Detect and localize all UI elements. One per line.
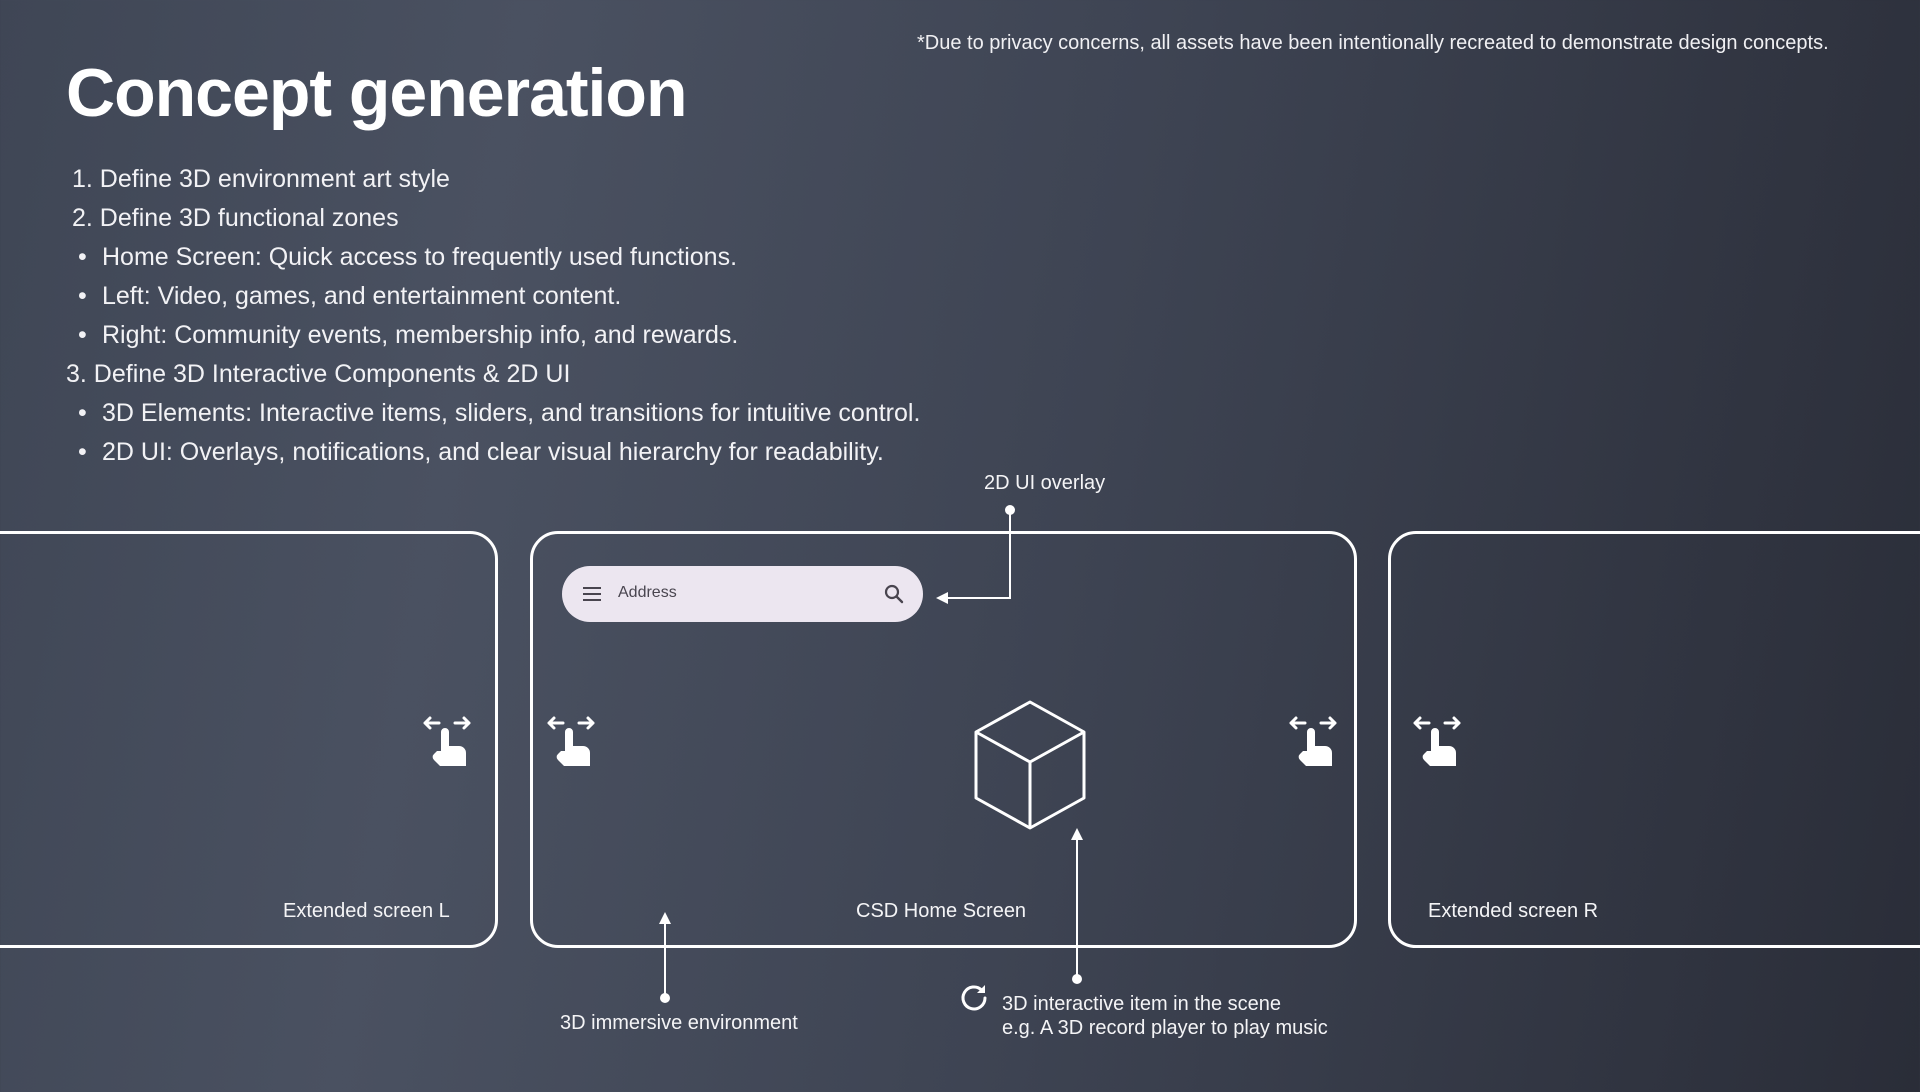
swipe-gesture-icon [547,716,595,766]
extended-screen-right-label: Extended screen R [1428,900,1599,922]
interactive-item-callout-line2: e.g. A 3D record player to play music [1002,1017,1328,1039]
interactive-item-callout: 3D interactive item in the scene e.g. A … [1002,992,1328,1040]
swipe-gesture-icon [1413,716,1461,766]
rotate-icon [961,985,987,1011]
step-2-bullet-home: Home Screen: Quick access to frequently … [66,238,920,277]
step-2: 2. Define 3D functional zones [72,204,399,232]
search-icon[interactable] [882,582,906,606]
home-screen-panel [530,531,1357,948]
environment-callout: 3D immersive environment [560,1012,798,1034]
menu-icon[interactable] [580,582,604,606]
step-3-bullet-3d: 3D Elements: Interactive items, sliders,… [66,394,920,433]
swipe-gesture-icon [423,716,471,766]
step-3: 3. Define 3D Interactive Components & 2D… [66,360,571,388]
address-search-bar[interactable]: Address [562,566,923,622]
address-placeholder[interactable]: Address [618,584,677,601]
extended-screen-left-label: Extended screen L [283,900,450,922]
interactive-item-callout-line1: 3D interactive item in the scene [1002,993,1282,1015]
step-2-bullet-left: Left: Video, games, and entertainment co… [66,277,920,316]
extended-screen-right [1388,531,1920,948]
cube-icon [974,700,1086,830]
home-screen-label: CSD Home Screen [856,900,1027,922]
swipe-gesture-icon [1289,716,1337,766]
steps-list: 1. Define 3D environment art style 2. De… [66,160,920,472]
step-2-bullet-right: Right: Community events, membership info… [66,316,920,355]
step-1: 1. Define 3D environment art style [72,165,450,193]
overlay-callout: 2D UI overlay [984,472,1106,494]
step-3-bullet-2d: 2D UI: Overlays, notifications, and clea… [66,433,920,472]
page-title: Concept generation [66,55,687,131]
privacy-disclaimer: *Due to privacy concerns, all assets hav… [917,32,1829,54]
extended-screen-left [0,531,498,948]
